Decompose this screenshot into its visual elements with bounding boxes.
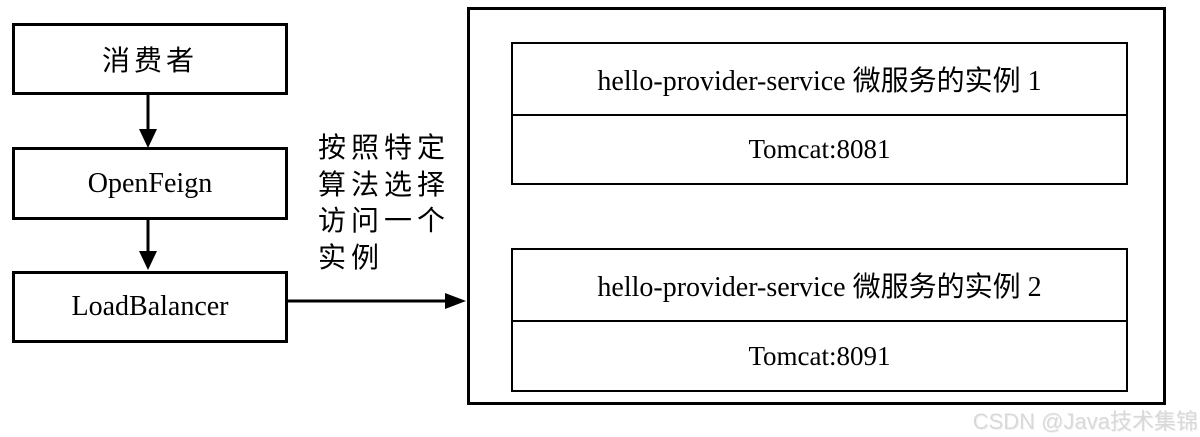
annotation-line-2: 算法选择 (318, 169, 451, 201)
loadbalancer-label: LoadBalancer (71, 291, 229, 322)
arrow-loadbalancer-to-providers (288, 293, 466, 309)
annotation-line-4: 实例 (318, 242, 385, 274)
instance-2-port: Tomcat:8091 (513, 320, 1126, 390)
arrow-consumer-to-openfeign (139, 95, 157, 148)
openfeign-label: OpenFeign (87, 167, 213, 199)
arrow-openfeign-to-loadbalancer (139, 220, 157, 270)
instance-2-title: hello-provider-service 微服务的实例 2 (597, 272, 1042, 303)
loadbalancer-box: LoadBalancer (12, 271, 288, 343)
instance-1-title: hello-provider-service 微服务的实例 1 (597, 65, 1042, 97)
consumer-label: 消费者 (101, 46, 198, 77)
consumer-box: 消费者 (12, 23, 288, 95)
openfeign-box: OpenFeign (12, 147, 288, 220)
watermark: CSDN @Java技术集锦 (972, 409, 1198, 434)
annotation-line-1: 按照特定 (318, 133, 451, 164)
provider-instance-2: hello-provider-service 微服务的实例 2 Tomcat:8… (511, 248, 1128, 392)
annotation-text: 按照特定 算法选择 访问一个 实例 (318, 131, 458, 277)
annotation-line-3: 访问一个 (318, 206, 451, 237)
instance-1-port: Tomcat:8081 (513, 113, 1126, 184)
provider-instance-1: hello-provider-service 微服务的实例 1 Tomcat:8… (511, 42, 1128, 185)
